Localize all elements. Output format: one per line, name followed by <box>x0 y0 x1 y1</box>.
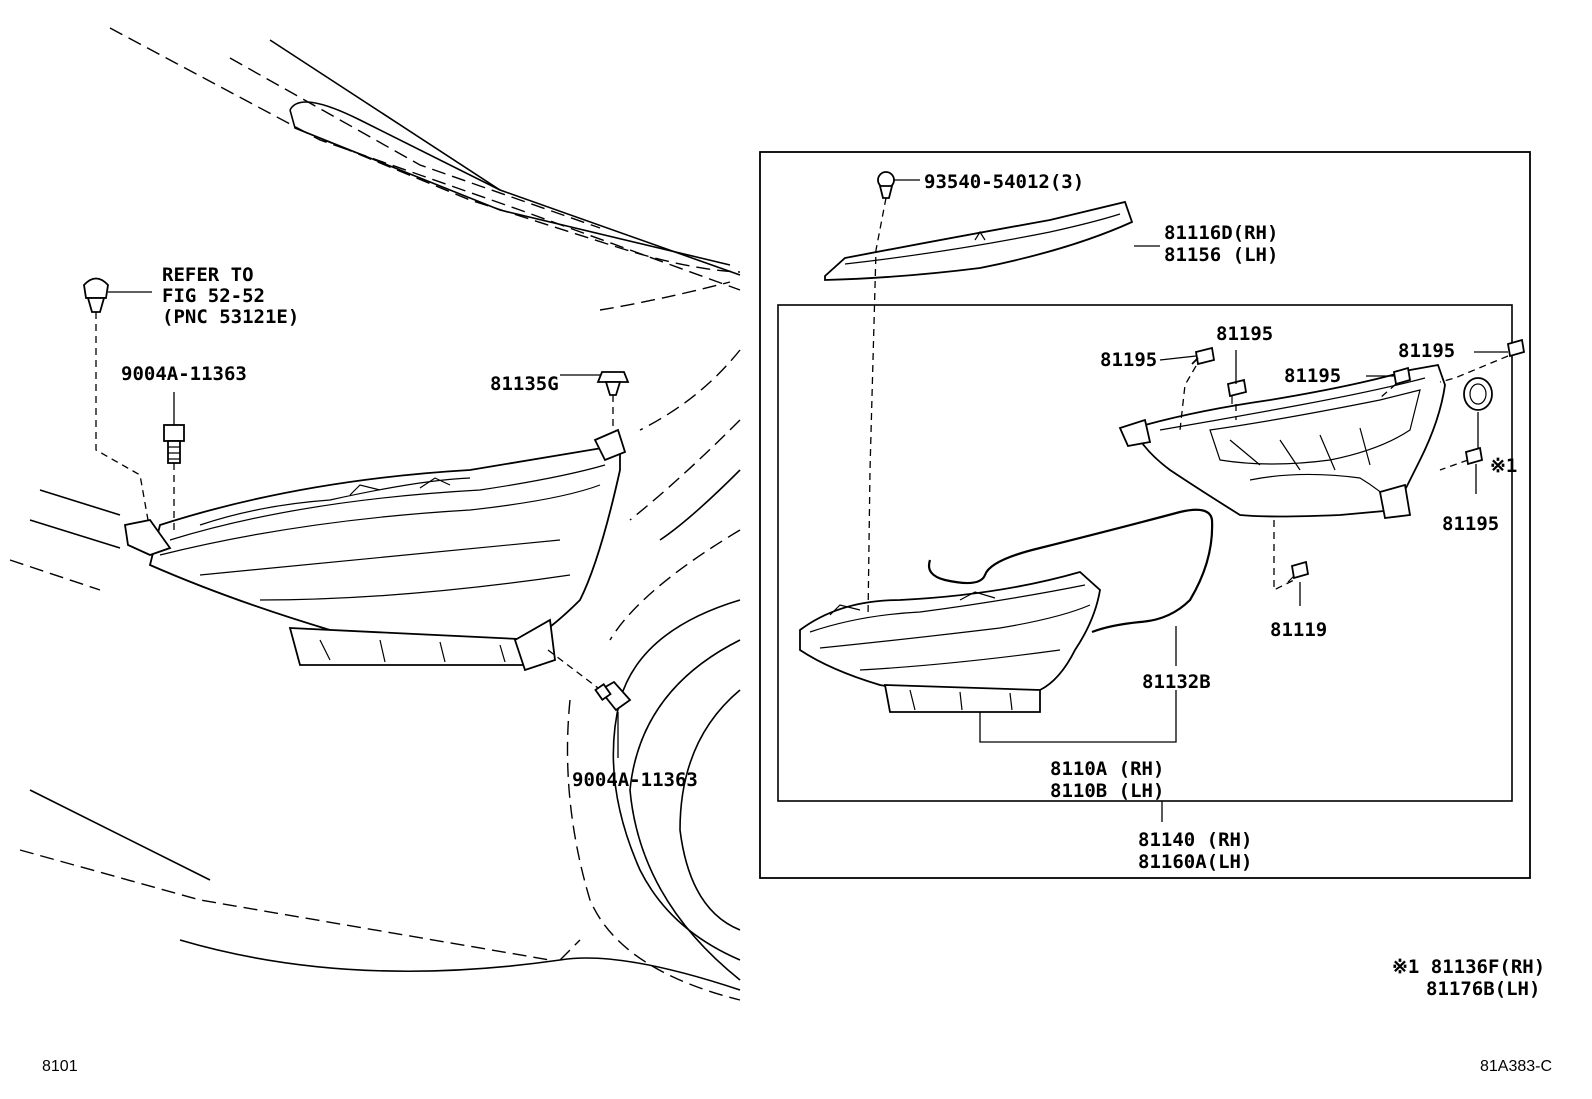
left-leaders <box>95 291 619 758</box>
label-assy-lh: 81160A(LH) <box>1138 851 1252 873</box>
label-screw-81195-d: 81195 <box>1398 340 1455 362</box>
footer-figure-code: 81A383-C <box>1480 1058 1552 1075</box>
clip-refer-fig <box>83 277 109 313</box>
label-gasket: 81132B <box>1142 671 1211 693</box>
label-lens-lh: 8110B (LH) <box>1050 780 1164 802</box>
grommet-81135g <box>596 371 630 396</box>
label-screw-81195-a: 81195 <box>1100 349 1157 371</box>
label-screw-81195-c: 81195 <box>1284 365 1341 387</box>
screw-81119 <box>1287 560 1310 583</box>
label-cover-lh: 81156 (LH) <box>1164 244 1278 266</box>
screw-81195-a <box>1191 346 1216 366</box>
label-refer-line3: (PNC 53121E) <box>162 306 299 328</box>
label-note-mark: ※1 <box>1490 455 1517 477</box>
label-screw-81195-b: 81195 <box>1216 323 1273 345</box>
label-screw-81195-e: 81195 <box>1442 513 1499 535</box>
label-lens-rh: 8110A (RH) <box>1050 758 1164 780</box>
screw-81195-d <box>1506 338 1526 358</box>
housing-81140-81160a <box>1118 363 1446 519</box>
cover-81116d-81156 <box>824 200 1134 281</box>
label-grommet: 81135G <box>490 373 559 395</box>
gasket-81132b <box>927 508 1214 634</box>
label-refer-line1: REFER TO <box>162 264 254 286</box>
bolt-9004a-bottom <box>594 680 632 712</box>
headlamp-installed-illustration <box>123 428 627 672</box>
lens-housing-inner-frame <box>777 304 1513 802</box>
screw-81195-c <box>1392 366 1412 386</box>
label-cover-rh: 81116D(RH) <box>1164 222 1278 244</box>
label-footnote-rh: ※1 81136F(RH) <box>1392 956 1545 978</box>
bolt-9004a-top <box>163 424 185 464</box>
lens-8110a-8110b <box>799 570 1101 713</box>
label-screw-cover: 93540-54012(3) <box>924 171 1084 193</box>
socket-note-1 <box>1463 377 1493 411</box>
footer-page-code: 8101 <box>42 1058 78 1075</box>
label-footnote-lh: 81176B(LH) <box>1426 978 1540 1000</box>
right-leaders <box>867 179 1509 822</box>
label-bolt-top: 9004A-11363 <box>121 363 247 385</box>
screw-81195-e <box>1464 446 1484 466</box>
label-refer-line2: FIG 52-52 <box>162 285 265 307</box>
label-assy-rh: 81140 (RH) <box>1138 829 1252 851</box>
assembly-outer-frame <box>759 151 1531 879</box>
label-bolt-bottom: 9004A-11363 <box>572 769 698 791</box>
screw-93540 <box>877 171 895 199</box>
screw-81195-b <box>1226 378 1248 404</box>
label-screw-81119: 81119 <box>1270 619 1327 641</box>
vehicle-body-outline <box>9 27 741 1001</box>
